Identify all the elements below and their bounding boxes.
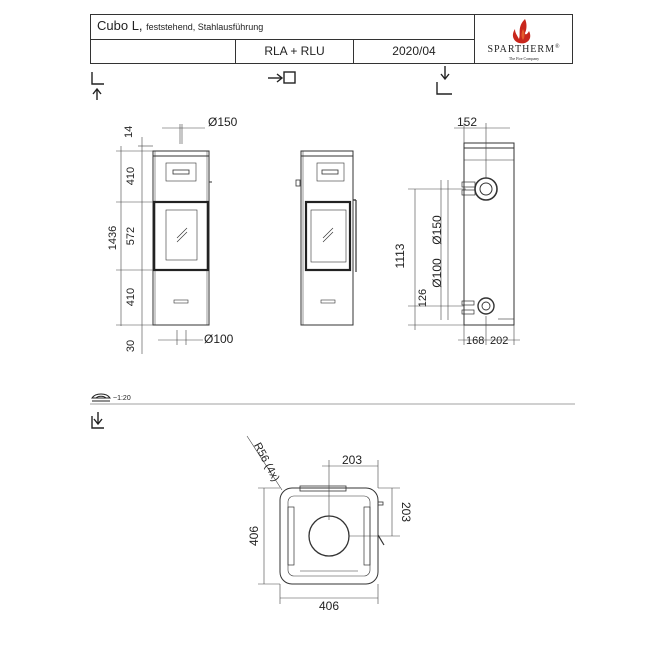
- brand-name: SPARTHERM®: [487, 44, 561, 55]
- date-cell: 2020/04: [354, 39, 474, 64]
- dim-203-top: 203: [342, 453, 362, 467]
- front-view: [152, 150, 212, 326]
- dim-1113: 1113: [393, 243, 407, 268]
- model-codes: RLA + RLU: [264, 44, 325, 58]
- drawing-date: 2020/04: [392, 44, 436, 58]
- rear-view: [461, 142, 515, 326]
- scale-icon: [91, 393, 111, 402]
- dim-406-left: 406: [247, 526, 261, 546]
- view-side-icon: [268, 71, 296, 84]
- front-dimensions: [116, 124, 205, 354]
- product-name: Cubo L,: [97, 18, 143, 33]
- product-variant: feststehend, Stahlausführung: [146, 22, 264, 32]
- dim-d100-rear: Ø100: [430, 258, 444, 288]
- dim-126: 126: [417, 289, 429, 307]
- dim-14: 14: [123, 126, 135, 138]
- rear-dimensions: [408, 123, 520, 345]
- plan-dimensions: [246, 435, 400, 604]
- flame-icon: [512, 19, 531, 44]
- empty-cell: [91, 39, 236, 64]
- dim-202: 202: [490, 335, 508, 347]
- model-cell: RLA + RLU: [236, 39, 354, 64]
- dim-406-bottom: 406: [319, 599, 339, 613]
- logo: SPARTHERM® The Fire Company: [474, 15, 573, 63]
- dim-30: 30: [125, 340, 137, 352]
- dim-168: 168: [466, 335, 484, 347]
- title-block: Cubo L, feststehend, Stahlausführung RLA…: [90, 14, 573, 64]
- dim-572: 572: [125, 227, 137, 245]
- dim-d100-front: Ø100: [204, 332, 234, 346]
- side-view: [295, 150, 357, 326]
- dim-152: 152: [457, 115, 477, 129]
- view-rear-icon: [436, 66, 452, 95]
- dim-1436: 1436: [107, 226, 119, 250]
- title-row: Cubo L, feststehend, Stahlausführung: [91, 15, 474, 40]
- view-front-icon: [91, 72, 104, 100]
- plan-view: [279, 485, 385, 585]
- dim-410-bottom: 410: [125, 288, 137, 306]
- dim-410-top: 410: [125, 167, 137, 185]
- dim-radius: R56 (4x): [251, 441, 281, 484]
- view-plan-icon: [91, 412, 104, 429]
- dim-d150-rear: Ø150: [430, 215, 444, 245]
- dim-d150-front: Ø150: [208, 115, 238, 129]
- scale-label: ~1:20: [113, 395, 131, 402]
- product-title: Cubo L, feststehend, Stahlausführung: [97, 18, 263, 33]
- dim-203-right: 203: [399, 502, 413, 522]
- brand-tagline: The Fire Company: [508, 56, 540, 61]
